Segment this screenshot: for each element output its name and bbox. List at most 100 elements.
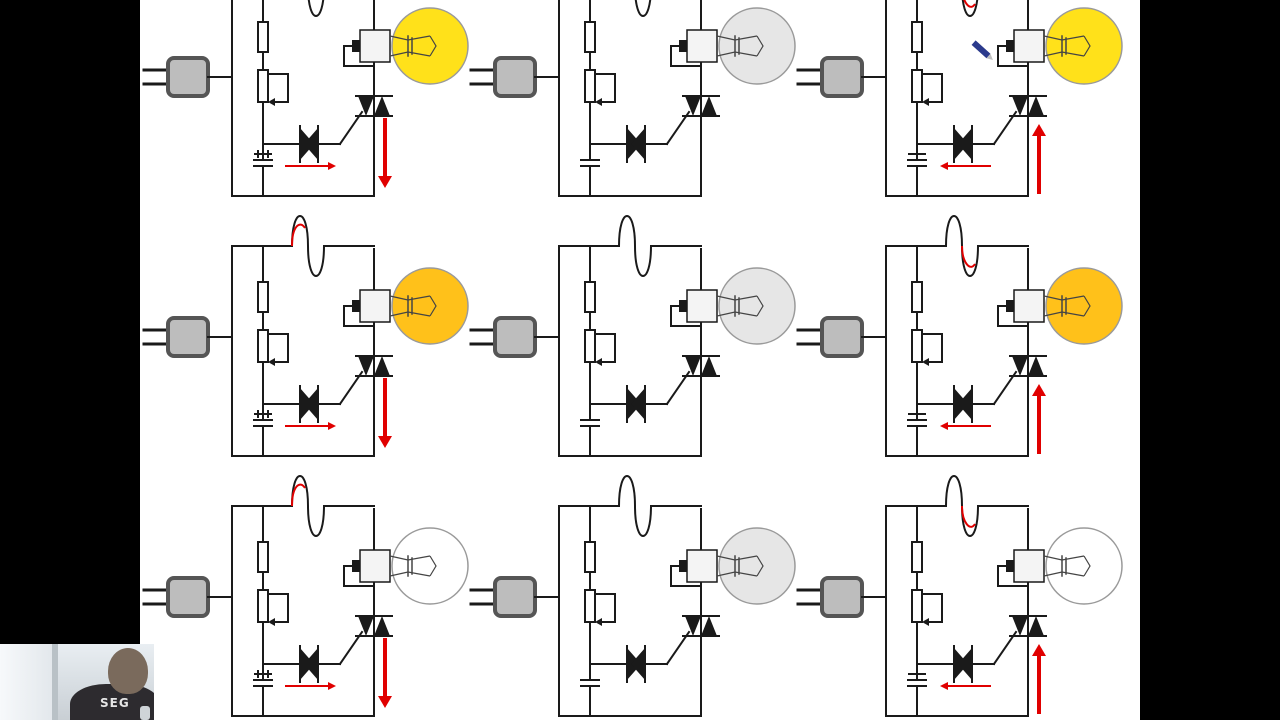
potentiometer-wiper-arrow xyxy=(595,98,602,106)
diac-icon xyxy=(953,645,973,683)
potentiometer-wiper-arrow xyxy=(922,358,929,366)
ac-phase-marker xyxy=(961,505,976,528)
light-bulb-icon xyxy=(352,267,469,345)
triac-gate-wire xyxy=(665,370,691,406)
mains-plug-icon xyxy=(142,56,210,98)
ac-phase-marker xyxy=(291,223,306,247)
circuit-1-2 xyxy=(469,0,796,197)
mains-plug-icon xyxy=(469,56,537,98)
resistor-fixed xyxy=(257,21,269,53)
webcam-shirt-text: SEG xyxy=(100,696,130,710)
mains-plug-icon xyxy=(796,576,864,618)
load-current-arrow xyxy=(1032,124,1046,194)
charge-current-arrow xyxy=(940,422,991,430)
triac-gate-wire xyxy=(992,110,1018,146)
load-current-arrow xyxy=(378,378,392,448)
circuit-3-1 xyxy=(142,475,469,717)
mains-plug-icon xyxy=(796,56,864,98)
diac-icon xyxy=(299,125,319,163)
circuit-frame xyxy=(885,246,1029,457)
capacitor-charge-plus-marks xyxy=(254,410,272,418)
triac-gate-wire xyxy=(665,110,691,146)
capacitor-charge-plus-marks xyxy=(254,670,272,678)
light-bulb-icon xyxy=(1006,527,1123,605)
ac-source-sine xyxy=(961,0,979,17)
diac-icon xyxy=(626,125,646,163)
triac-icon xyxy=(1009,615,1047,637)
pen-cursor-icon xyxy=(971,40,993,61)
potentiometer-wiper-loop xyxy=(598,594,616,623)
lamp-lead-loop xyxy=(997,306,1028,327)
webcam-microphone xyxy=(140,706,150,720)
webcam-overlay: SEG xyxy=(0,644,154,720)
potentiometer-wiper-loop xyxy=(271,594,289,623)
diac-icon xyxy=(299,645,319,683)
mains-plug-icon xyxy=(469,316,537,358)
circuit-frame xyxy=(231,506,375,717)
ac-source-sine xyxy=(618,215,652,277)
potentiometer-wiper-arrow xyxy=(268,98,275,106)
light-bulb-icon xyxy=(679,267,796,345)
resistor-fixed xyxy=(911,21,923,53)
potentiometer xyxy=(257,329,269,363)
potentiometer-wiper-arrow xyxy=(922,98,929,106)
potentiometer xyxy=(584,69,596,103)
triac-gate-wire xyxy=(338,630,364,666)
load-current-arrow xyxy=(1032,644,1046,714)
mains-plug-icon xyxy=(142,316,210,358)
lamp-lead-loop xyxy=(343,306,374,327)
potentiometer-wiper-arrow xyxy=(268,358,275,366)
lamp-lead-loop xyxy=(670,566,701,587)
diac-icon xyxy=(626,385,646,423)
diac-icon xyxy=(626,645,646,683)
potentiometer xyxy=(584,589,596,623)
resistor-fixed xyxy=(911,281,923,313)
potentiometer-wiper-arrow xyxy=(268,618,275,626)
circuit-frame xyxy=(558,506,702,717)
lamp-lead-loop xyxy=(343,46,374,67)
potentiometer-wiper-loop xyxy=(271,334,289,363)
ac-source-sine xyxy=(634,0,652,17)
diac-icon xyxy=(953,385,973,423)
charge-current-arrow xyxy=(940,682,991,690)
ac-source-sine xyxy=(618,475,652,537)
circuit-frame xyxy=(885,506,1029,717)
lamp-lead-loop xyxy=(670,306,701,327)
resistor-fixed xyxy=(257,541,269,573)
webcam-window-frame xyxy=(52,644,58,720)
ac-phase-marker xyxy=(963,0,976,8)
charge-current-arrow xyxy=(285,422,336,430)
lamp-lead-loop xyxy=(997,46,1028,67)
potentiometer-wiper-loop xyxy=(598,74,616,103)
ac-phase-marker xyxy=(291,483,306,507)
potentiometer-wiper-loop xyxy=(925,594,943,623)
triac-gate-wire xyxy=(338,370,364,406)
load-current-arrow xyxy=(378,638,392,708)
resistor-fixed xyxy=(584,281,596,313)
circuit-2-2 xyxy=(469,215,796,457)
potentiometer-wiper-arrow xyxy=(595,618,602,626)
circuit-3-3 xyxy=(796,475,1123,717)
webcam-person-head xyxy=(108,648,148,694)
lamp-lead-loop xyxy=(670,46,701,67)
potentiometer-wiper-loop xyxy=(925,334,943,363)
slide-canvas xyxy=(140,0,1140,720)
charge-current-arrow xyxy=(285,162,336,170)
resistor-fixed xyxy=(584,541,596,573)
diac-icon xyxy=(953,125,973,163)
potentiometer xyxy=(584,329,596,363)
ac-source-sine xyxy=(291,215,325,277)
mains-plug-icon xyxy=(796,316,864,358)
circuit-2-1 xyxy=(142,215,469,457)
load-current-arrow xyxy=(378,118,392,188)
circuit-2-3 xyxy=(796,215,1123,457)
potentiometer xyxy=(911,69,923,103)
dimmer-circuit-diagram-grid xyxy=(142,0,1123,717)
light-bulb-icon xyxy=(1006,267,1123,345)
resistor-fixed xyxy=(911,541,923,573)
lamp-lead-loop xyxy=(997,566,1028,587)
charge-current-arrow xyxy=(940,162,991,170)
circuit-frame xyxy=(558,246,702,457)
potentiometer xyxy=(257,589,269,623)
charge-current-arrow xyxy=(285,682,336,690)
